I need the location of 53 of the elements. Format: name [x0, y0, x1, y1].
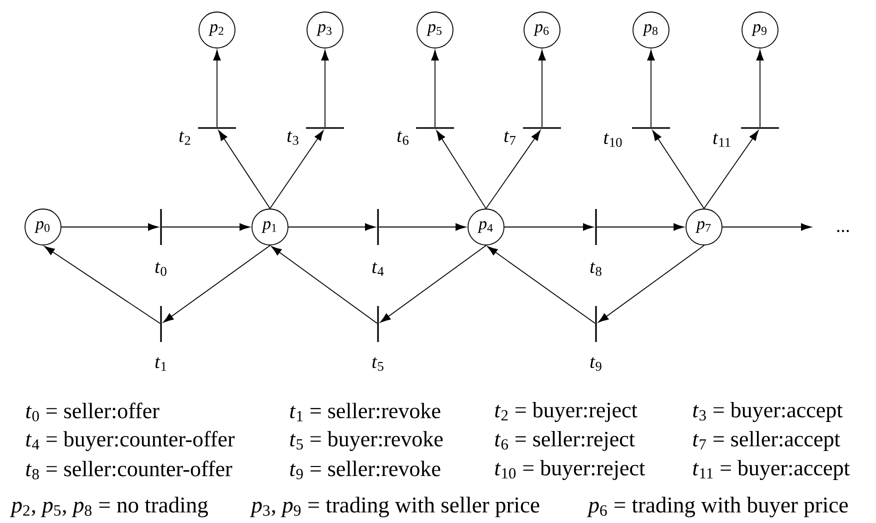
arrow: [596, 223, 684, 231]
arrow: [756, 50, 764, 128]
arrow: [270, 130, 324, 209]
arrow: [378, 223, 466, 231]
legend-text: t$_{5}$ = buyer:revoke: [290, 431, 443, 452]
legend-text: t$_{8}$ = seller:counter-offer: [26, 460, 232, 480]
arrow: [538, 50, 546, 128]
continuation-dots: ...: [837, 230, 849, 232]
arrow: [598, 245, 704, 322]
arrow: [163, 245, 270, 323]
legend-text: p$_{2}$, p$_{5}$, p$_{8}$ = no trading: [10, 496, 208, 518]
arrow: [722, 223, 812, 231]
arrow: [162, 223, 250, 231]
legend-text: t$_{6}$ = seller:reject: [495, 431, 635, 451]
legend-text: t$_{7}$ = seller:accept: [693, 431, 840, 451]
legend-text: t$_{4}$ = buyer:counter-offer: [26, 430, 235, 452]
arrow: [44, 246, 160, 324]
legend-text: t$_{0}$ = seller:offer: [26, 402, 160, 422]
legend-text: t$_{11}$ = buyer:accept: [693, 460, 850, 480]
arrow: [704, 130, 759, 209]
transition-label: t$_{8}$: [590, 262, 602, 276]
arrow: [504, 223, 594, 231]
transition-label: t$_{7}$: [504, 131, 516, 145]
legend-text: t$_{2}$ = buyer:reject: [495, 402, 638, 422]
arrow: [652, 130, 704, 209]
transition-label: t$_{5}$: [372, 357, 384, 371]
transition-label: t$_{3}$: [287, 131, 298, 145]
transition-label: t$_{2}$: [179, 131, 190, 145]
transition-label: t$_{0}$: [155, 262, 166, 276]
arrow: [61, 223, 158, 231]
transition-label: t$_{9}$: [590, 357, 602, 371]
transition-label: t$_{11}$: [713, 133, 730, 147]
arrow: [213, 50, 221, 128]
legend-text: t$_{1}$ = seller:revoke: [290, 402, 440, 422]
legend-text: t$_{10}$ = buyer:reject: [495, 460, 645, 480]
arrow: [486, 130, 541, 209]
arrow: [436, 130, 486, 209]
transition-label: t$_{1}$: [155, 357, 166, 371]
arrow: [380, 245, 486, 322]
legend-text: t$_{9}$ = seller:revoke: [290, 460, 440, 480]
transition-label: t$_{4}$: [372, 262, 384, 276]
transition-label: t$_{10}$: [604, 133, 622, 147]
arrow: [271, 246, 378, 324]
arrow: [288, 223, 376, 231]
arrow: [218, 130, 270, 209]
arrow: [431, 50, 439, 128]
legend-text: p$_{6}$ = trading with buyer price: [586, 496, 848, 518]
arrow: [487, 246, 596, 324]
transition-label: t$_{6}$: [397, 131, 409, 145]
legend-text: t$_{3}$ = buyer:accept: [693, 402, 843, 422]
legend-text: p$_{3}$, p$_{9}$ = trading with seller price: [250, 496, 540, 518]
arrow: [321, 50, 329, 128]
arrow: [647, 50, 655, 128]
